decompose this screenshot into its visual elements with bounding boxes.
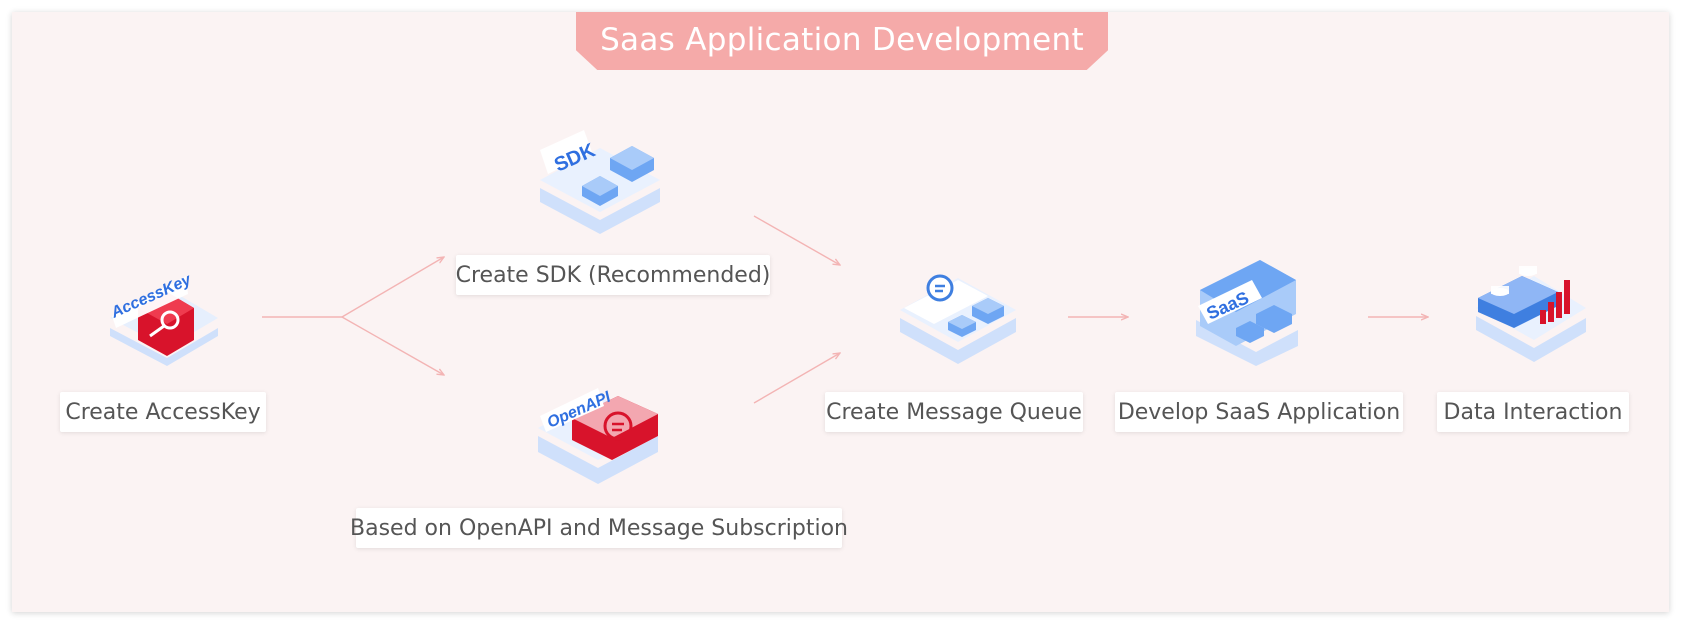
sdk-icon: SDK xyxy=(540,130,660,234)
step-label: Create AccessKey xyxy=(65,399,261,425)
step-create-sdk: Create SDK (Recommended) xyxy=(456,255,770,295)
step-create-accesskey: Create AccessKey xyxy=(60,392,266,432)
step-label: Based on OpenAPI and Message Subscriptio… xyxy=(350,515,848,541)
step-data-interaction: Data Interaction xyxy=(1437,392,1629,432)
step-label: Develop SaaS Application xyxy=(1117,399,1401,425)
step-develop-saas-application: Develop SaaS Application xyxy=(1115,392,1403,432)
step-create-message-queue: Create Message Queue xyxy=(825,392,1083,432)
data-interaction-icon xyxy=(1476,266,1586,362)
step-openapi-subscription: Based on OpenAPI and Message Subscriptio… xyxy=(350,508,848,548)
step-label: Create SDK (Recommended) xyxy=(455,262,771,288)
arrow-openapi-to-queue xyxy=(753,353,840,404)
step-label: Data Interaction xyxy=(1443,399,1623,425)
title-banner xyxy=(576,12,1108,70)
key-icon: AccessKey xyxy=(108,271,218,366)
openapi-icon: OpenAPI xyxy=(538,388,658,484)
diagram-title: Saas Application Development xyxy=(600,22,1084,58)
message-queue-icon xyxy=(900,274,1016,364)
step-label: Create Message Queue xyxy=(826,399,1082,425)
arrow-to-openapi xyxy=(341,316,444,375)
arrow-to-sdk xyxy=(341,257,444,318)
flow-arrows xyxy=(262,215,1428,404)
saas-icon: SaaS xyxy=(1196,260,1298,366)
arrow-sdk-to-queue xyxy=(753,215,840,265)
